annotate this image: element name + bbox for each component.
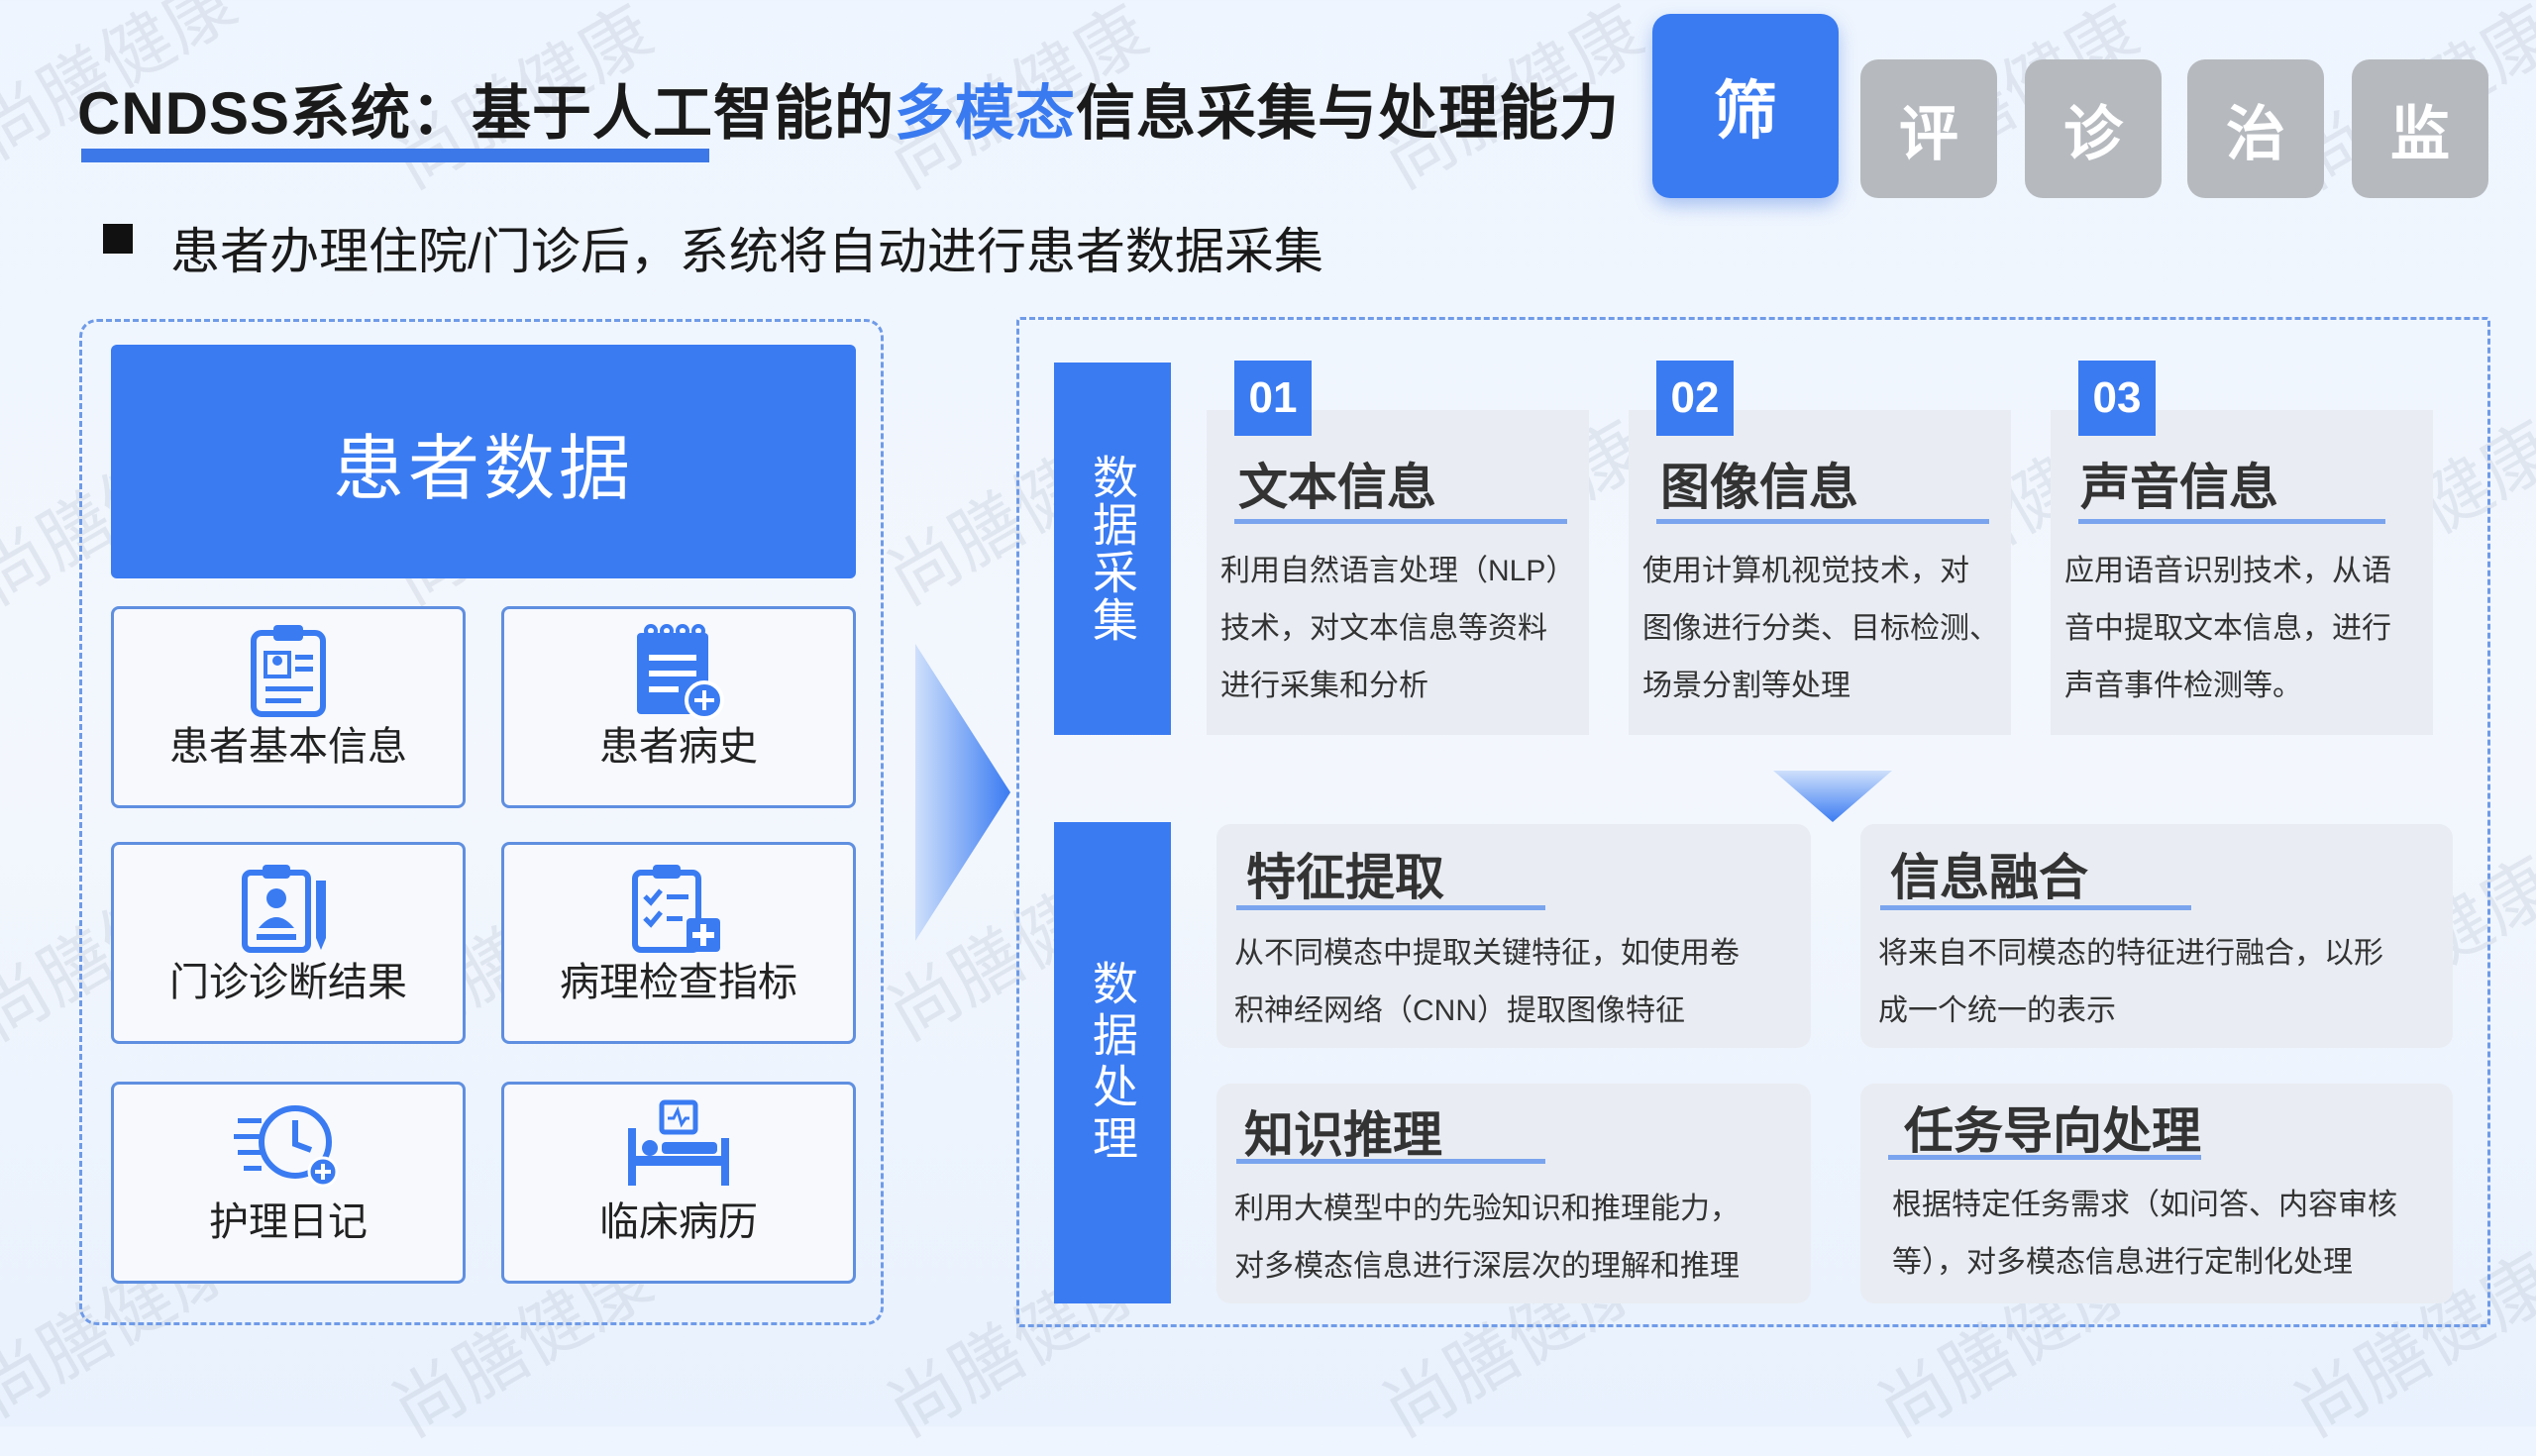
card-title-underline [1236, 905, 1545, 910]
card-text-line: 进行采集和分析 [1220, 670, 1428, 702]
card-text-line: 根据特定任务需求（如问答、内容审核 [1892, 1189, 2397, 1221]
card-information-fusion [1860, 824, 2453, 1048]
card-description: 从不同模态中提取关键特征，如使用卷 积神经网络（CNN）提取图像特征 [1234, 925, 1805, 1040]
card-text-line: 声音事件检测等。 [2064, 670, 2302, 702]
title-suffix: 信息采集与处理能力 [1076, 80, 1621, 147]
data-collection-label: 数据采集 [1054, 363, 1171, 735]
card-text-line: 利用自然语言处理（NLP） [1220, 555, 1576, 587]
clock-plus-icon [234, 1105, 339, 1188]
card-description: 利用自然语言处理（NLP） 技术，对文本信息等资料 进行采集和分析 [1220, 543, 1583, 715]
data-collection-text: 数据采集 [1087, 454, 1138, 644]
tile-label: 护理日记 [209, 1200, 368, 1244]
stage-tab-diagnose[interactable]: 诊 [2025, 59, 2162, 198]
subtitle: 患者办理住院/门诊后，系统将自动进行患者数据采集 [170, 224, 1323, 279]
card-title: 特征提取 [1246, 850, 1444, 905]
card-title-underline [1236, 1159, 1545, 1164]
card-text-line: 将来自不同模态的特征进行融合，以形 [1878, 937, 2383, 970]
card-knowledge-reasoning [1216, 1084, 1811, 1303]
chevron-right-icon [915, 644, 1010, 941]
card-text-line: 应用语音识别技术，从语 [2064, 555, 2391, 587]
title-underline [81, 149, 709, 162]
tile-label: 患者病史 [599, 725, 758, 769]
data-processing-label: 数据处理 [1054, 822, 1171, 1303]
card-title: 任务导向处理 [1904, 1103, 2201, 1159]
tile-medical-history[interactable]: 患者病史 [501, 606, 856, 808]
stage-tab-screen[interactable]: 筛 [1652, 14, 1839, 198]
stage-tab-treat[interactable]: 治 [2187, 59, 2324, 198]
tile-basic-info[interactable]: 患者基本信息 [111, 606, 466, 808]
data-processing-text: 数据处理 [1087, 960, 1138, 1166]
stage-tab-monitor[interactable]: 监 [2352, 59, 2488, 198]
card-number: 02 [1656, 361, 1734, 436]
card-text-line: 积神经网络（CNN）提取图像特征 [1234, 994, 1685, 1027]
card-text-line: 使用计算机视觉技术，对 [1642, 555, 1969, 587]
card-title: 声音信息 [2080, 460, 2278, 515]
doctor-pen-icon [242, 865, 326, 953]
tile-pathology-indicators[interactable]: 病理检查指标 [501, 842, 856, 1044]
card-text-info [1207, 410, 1589, 735]
card-title: 文本信息 [1238, 460, 1436, 515]
page-title: CNDSS系统：基于人工智能的多模态信息采集与处理能力 [77, 65, 1620, 152]
tile-outpatient-diagnosis[interactable]: 门诊诊断结果 [111, 842, 466, 1044]
chevron-down-icon [1773, 771, 1892, 822]
card-description: 应用语音识别技术，从语 音中提取文本信息，进行 声音事件检测等。 [2064, 543, 2427, 715]
card-description: 利用大模型中的先验知识和推理能力， 对多模态信息进行深层次的理解和推理 [1234, 1181, 1807, 1296]
card-text-line: 对多模态信息进行深层次的理解和推理 [1234, 1250, 1740, 1283]
clipboard-profile-icon [251, 625, 326, 717]
tile-label: 门诊诊断结果 [169, 961, 407, 1004]
card-image-info [1629, 410, 2011, 735]
card-text-line: 图像进行分类、目标检测、 [1642, 612, 1999, 645]
card-title-underline [2078, 519, 2385, 524]
title-highlight: 多模态 [895, 80, 1077, 147]
tile-label: 临床病历 [599, 1200, 758, 1244]
bullet-square [103, 224, 133, 254]
checklist-plus-icon [632, 865, 720, 953]
card-text-line: 从不同模态中提取关键特征，如使用卷 [1234, 937, 1740, 970]
stage-tab-evaluate[interactable]: 评 [1860, 59, 1997, 198]
card-text-line: 等），对多模态信息进行定制化处理 [1892, 1246, 2353, 1279]
card-feature-extraction [1216, 824, 1811, 1048]
card-description: 将来自不同模态的特征进行融合，以形 成一个统一的表示 [1878, 925, 2449, 1040]
tile-label: 患者基本信息 [169, 725, 407, 769]
card-description: 使用计算机视觉技术，对 图像进行分类、目标检测、 场景分割等处理 [1642, 543, 2009, 715]
card-text-line: 成一个统一的表示 [1878, 994, 2116, 1027]
card-number: 01 [1234, 361, 1312, 436]
card-title-underline [1888, 1155, 2201, 1160]
tile-label: 病理检查指标 [560, 961, 797, 1004]
card-description: 根据特定任务需求（如问答、内容审核 等），对多模态信息进行定制化处理 [1892, 1177, 2453, 1292]
card-text-line: 利用大模型中的先验知识和推理能力， [1234, 1193, 1740, 1225]
card-task-oriented [1860, 1084, 2453, 1303]
card-text-line: 场景分割等处理 [1642, 670, 1850, 702]
card-audio-info [2051, 410, 2433, 735]
card-title: 信息融合 [1890, 850, 2088, 905]
multimodal-panel [1016, 317, 2490, 1327]
card-text-line: 技术，对文本信息等资料 [1220, 612, 1547, 645]
card-text-line: 音中提取文本信息，进行 [2064, 612, 2391, 645]
card-title-underline [1880, 905, 2191, 910]
card-title-underline [1656, 519, 1989, 524]
hospital-bed-icon [628, 1099, 729, 1186]
tile-clinical-record[interactable]: 临床病历 [501, 1082, 856, 1284]
card-title-underline [1234, 519, 1567, 524]
card-title: 知识推理 [1244, 1107, 1442, 1163]
title-prefix: CNDSS系统：基于人工智能的 [77, 80, 896, 147]
card-number: 03 [2078, 361, 2156, 436]
tile-nursing-diary[interactable]: 护理日记 [111, 1082, 466, 1284]
document-add-icon [637, 624, 724, 720]
patient-data-header: 患者数据 [111, 345, 856, 578]
patient-data-panel [79, 319, 884, 1325]
card-title: 图像信息 [1660, 460, 1858, 515]
